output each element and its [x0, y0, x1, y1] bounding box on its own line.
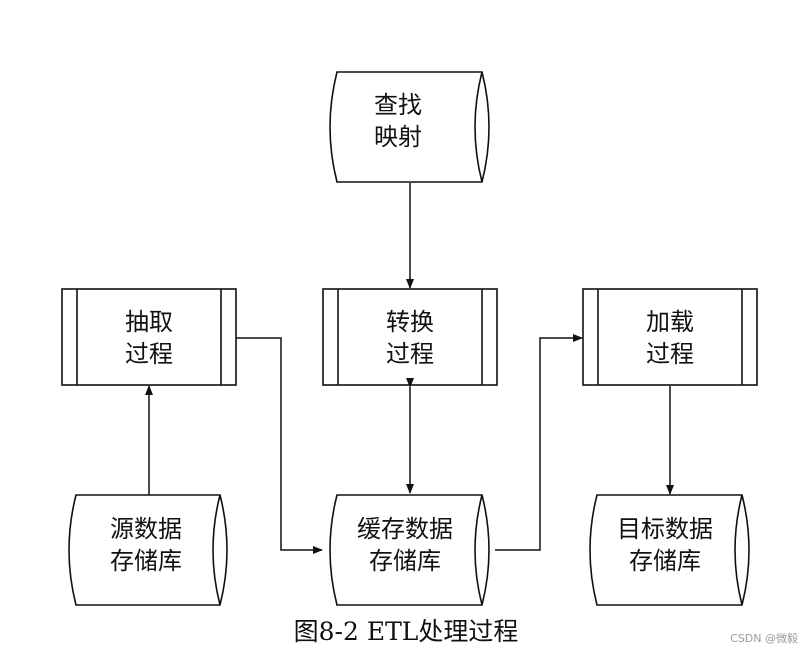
source-label-line2: 存储库	[110, 547, 182, 575]
transform-process: 转换 过程	[322, 288, 498, 386]
arrow-cache-to-load	[495, 334, 583, 551]
load-label-line1: 加载	[646, 308, 694, 336]
source-label-line1: 源数据	[110, 515, 182, 543]
target-label-line2: 存储库	[629, 547, 701, 575]
target-label-line1: 目标数据	[617, 515, 713, 543]
cache-repository-storage: 缓存数据 存储库	[329, 494, 490, 606]
target-repository-storage: 目标数据 存储库	[589, 494, 750, 606]
extract-process: 抽取 过程	[61, 288, 237, 386]
lookup-label-line1: 查找	[374, 91, 422, 119]
transform-label-line1: 转换	[386, 308, 434, 336]
watermark: CSDN @微毅	[730, 632, 798, 645]
lookup-mapping-storage: 查找 映射	[329, 71, 490, 183]
load-label-line2: 过程	[646, 340, 694, 368]
extract-label-line2: 过程	[125, 340, 173, 368]
lookup-label-line2: 映射	[374, 123, 422, 151]
cache-label-line2: 存储库	[369, 547, 441, 575]
transform-label-line2: 过程	[386, 340, 434, 368]
cache-label-line1: 缓存数据	[357, 515, 453, 543]
load-process: 加载 过程	[582, 288, 758, 386]
source-repository-storage: 源数据 存储库	[68, 494, 228, 606]
arrow-extract-to-cache	[236, 337, 323, 554]
figure-caption: 图8-2 ETL处理过程	[293, 617, 519, 646]
connectors	[145, 183, 674, 554]
extract-label-line1: 抽取	[125, 308, 173, 336]
